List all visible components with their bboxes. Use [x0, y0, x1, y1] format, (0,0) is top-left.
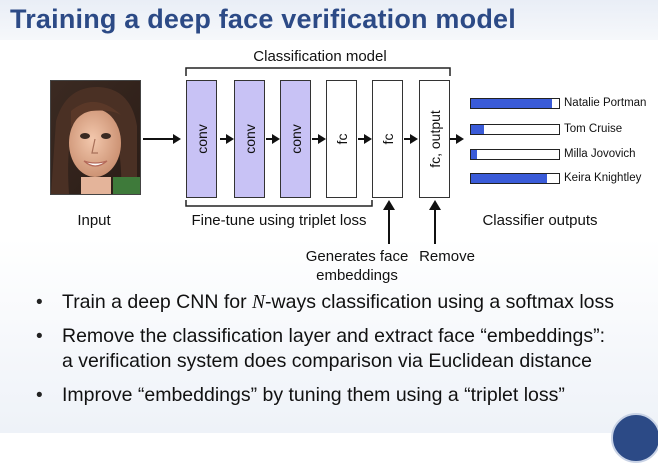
- classification-bracket: [185, 67, 451, 76]
- classification-model-label: Classification model: [253, 48, 387, 65]
- input-face-photo: [50, 80, 141, 195]
- classifier-label: Tom Cruise: [564, 123, 623, 135]
- layer-fc-2: fc: [372, 80, 403, 198]
- arrow-fc1-fc2: [358, 133, 372, 145]
- finetune-bracket: [185, 200, 373, 207]
- bullet-item: • Train a deep CNN for N-ways classifica…: [36, 291, 615, 313]
- embeddings-label-line1: Generates face: [305, 248, 409, 265]
- remove-up-arrow: [429, 200, 441, 244]
- classifier-bar-fill: [471, 99, 552, 108]
- classifier-bar: [470, 149, 560, 160]
- bullet-item: • Remove the classification layer and ex…: [36, 325, 606, 372]
- arrow-conv3-fc1: [312, 133, 326, 145]
- classifier-label: Milla Jovovich: [564, 148, 636, 160]
- arrow-fc2-output: [404, 133, 418, 145]
- bullet-list: • Train a deep CNN for N-ways classifica…: [36, 290, 656, 417]
- bullet-dot: •: [36, 326, 43, 347]
- arrow-output-classifier: [450, 133, 464, 145]
- embeddings-label-line2: embeddings: [316, 267, 398, 284]
- finetune-label: Fine-tune using triplet loss: [191, 212, 367, 229]
- slide-title: Training a deep face verification model: [10, 4, 516, 34]
- bullet-dot: •: [36, 292, 43, 313]
- classifier-bar-fill: [471, 125, 485, 134]
- classifier-bar: [470, 98, 560, 109]
- layer-fc-1: fc: [326, 80, 357, 198]
- layer-conv-3: conv: [280, 80, 311, 198]
- layer-fc-output: fc, output: [419, 80, 450, 198]
- classifier-label: Keira Knightley: [564, 172, 642, 184]
- layer-conv-2: conv: [234, 80, 265, 198]
- classifier-label: Natalie Portman: [564, 97, 647, 109]
- title-bar: [0, 0, 658, 40]
- layer-conv-1: conv: [186, 80, 217, 198]
- classifier-bar-fill: [471, 174, 547, 183]
- arrow-conv1-conv2: [220, 133, 234, 145]
- classifier-bar: [470, 173, 560, 184]
- classifier-outputs-label: Classifier outputs: [482, 212, 598, 229]
- embeddings-up-arrow: [383, 200, 395, 244]
- logo-icon: [611, 413, 658, 463]
- remove-label: Remove: [419, 248, 475, 265]
- input-label: Input: [77, 212, 111, 229]
- arrow-conv2-conv3: [266, 133, 280, 145]
- arrow-input-conv1: [143, 133, 181, 145]
- classifier-bar-fill: [471, 150, 478, 159]
- classifier-bar: [470, 124, 560, 135]
- bullet-dot: •: [36, 385, 43, 406]
- bullet-item: • Improve “embeddings” by tuning them us…: [36, 384, 565, 406]
